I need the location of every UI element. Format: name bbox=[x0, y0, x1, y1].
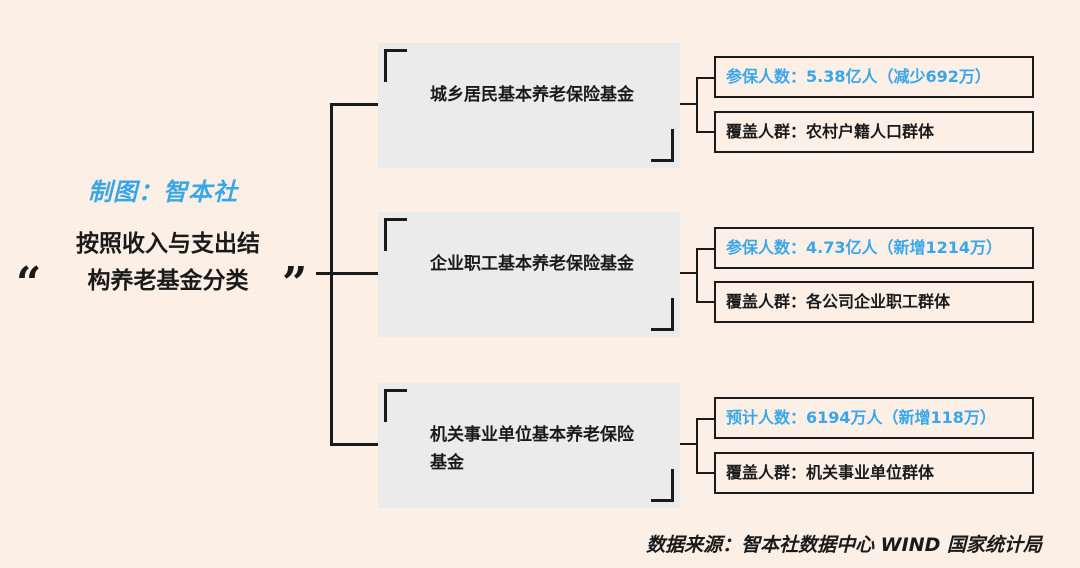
bracket-top-left-icon bbox=[384, 389, 407, 422]
info-connector-3-top bbox=[696, 418, 714, 420]
participants-box-2: 参保人数：4.73亿人（新增1214万） bbox=[714, 227, 1034, 269]
category-box-2: 企业职工基本养老保险基金 bbox=[378, 212, 680, 337]
info-connector-1-vertical bbox=[696, 77, 698, 133]
participants-box-1: 参保人数：5.38亿人（减少692万） bbox=[714, 56, 1034, 98]
bracket-bottom-right-icon bbox=[651, 469, 674, 502]
main-title: 按照收入与支出结构养老基金分类 bbox=[76, 231, 260, 294]
info-connector-3-vertical bbox=[696, 418, 698, 474]
info-connector-3-stub bbox=[680, 443, 698, 445]
info-connector-1-stub bbox=[680, 103, 698, 105]
category-box-3: 机关事业单位基本养老保险基金 bbox=[378, 383, 680, 508]
bracket-top-left-icon bbox=[384, 218, 407, 251]
open-quote-icon: “ bbox=[16, 258, 42, 309]
category-label: 机关事业单位基本养老保险基金 bbox=[430, 425, 634, 473]
connector-branch-3 bbox=[330, 443, 378, 446]
info-connector-3-bottom bbox=[696, 472, 714, 474]
coverage-box-2: 覆盖人群：各公司企业职工群体 bbox=[714, 281, 1034, 323]
info-connector-2-bottom bbox=[696, 301, 714, 303]
coverage-box-3: 覆盖人群：机关事业单位群体 bbox=[714, 452, 1034, 494]
info-connector-1-top bbox=[696, 77, 714, 79]
category-box-1: 城乡居民基本养老保险基金 bbox=[378, 43, 680, 168]
info-connector-2-vertical bbox=[696, 248, 698, 303]
bracket-top-left-icon bbox=[384, 49, 407, 82]
participants-box-3: 预计人数：6194万人（新增118万） bbox=[714, 397, 1034, 439]
close-quote-icon: ” bbox=[282, 258, 308, 309]
data-source: 数据来源：智本社数据中心 WIND 国家统计局 bbox=[646, 534, 1042, 556]
connector-branch-1 bbox=[330, 103, 378, 106]
credit-label: 制图：智本社 bbox=[88, 178, 238, 206]
category-label: 城乡居民基本养老保险基金 bbox=[430, 85, 634, 105]
info-connector-1-bottom bbox=[696, 131, 714, 133]
coverage-box-1: 覆盖人群：农村户籍人口群体 bbox=[714, 111, 1034, 153]
info-connector-2-stub bbox=[680, 272, 698, 274]
category-label: 企业职工基本养老保险基金 bbox=[430, 254, 634, 274]
bracket-bottom-right-icon bbox=[651, 129, 674, 162]
info-connector-2-top bbox=[696, 248, 714, 250]
bracket-bottom-right-icon bbox=[651, 298, 674, 331]
connector-branch-2 bbox=[330, 272, 378, 275]
connector-left-stub bbox=[316, 272, 332, 275]
